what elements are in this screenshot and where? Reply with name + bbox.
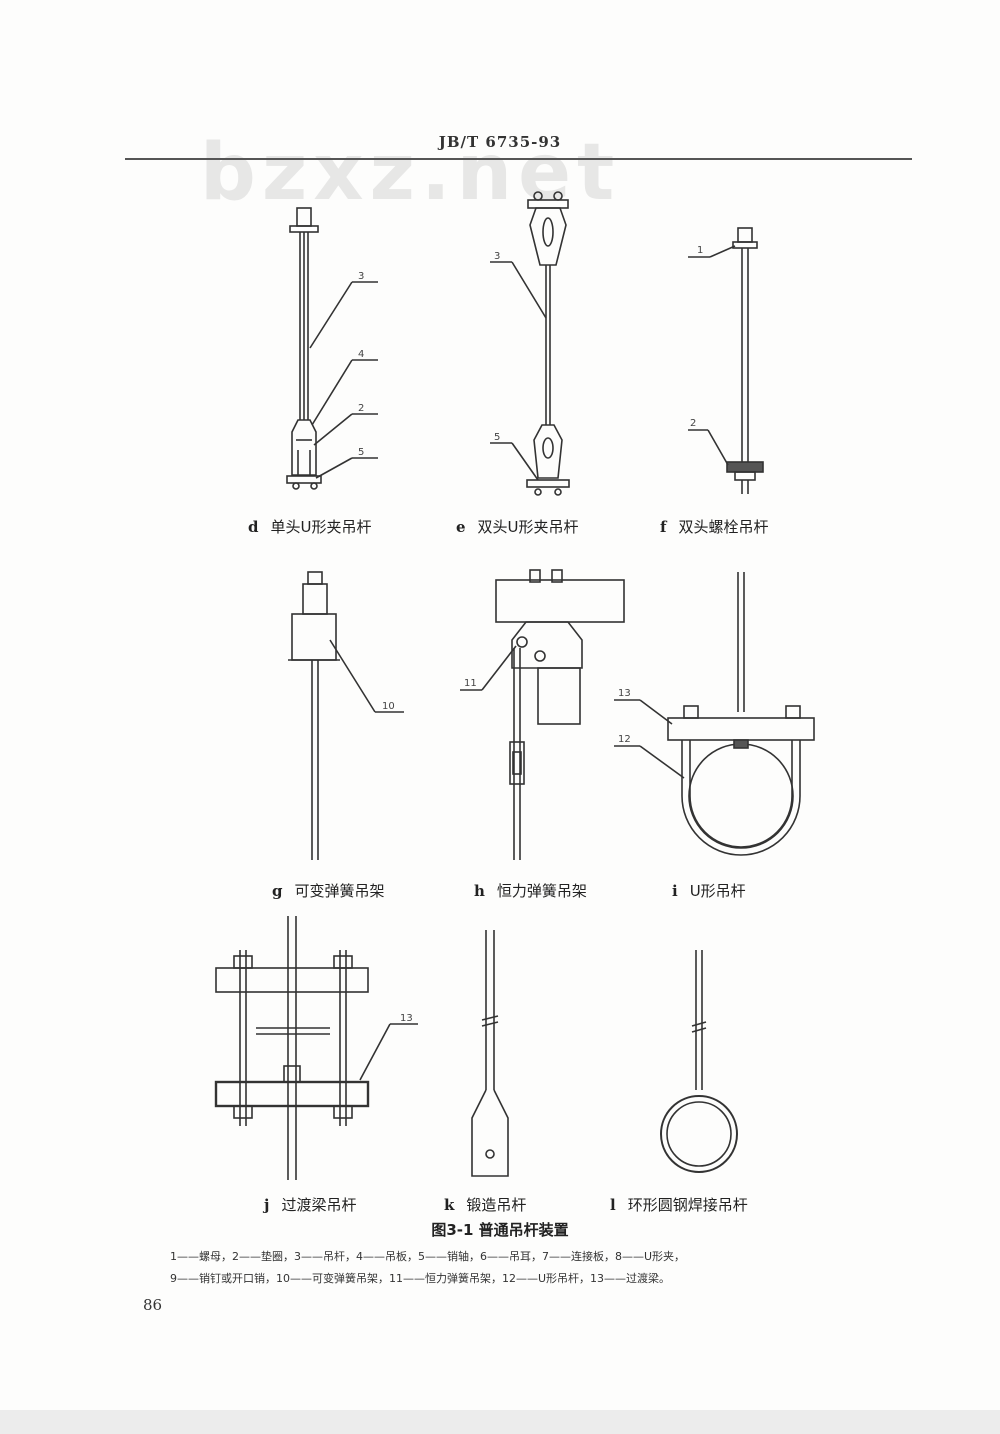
caption-h-text: 恒力弹簧吊架 (496, 882, 587, 900)
drawing-d-single-u-clamp-hanger (286, 207, 378, 490)
viewer-bottom-bar (0, 1410, 1000, 1434)
caption-g: g 可变弹簧吊架 (272, 880, 385, 901)
callout-d-2: 4 (358, 349, 364, 360)
caption-f-text: 双头螺栓吊杆 (678, 518, 769, 536)
caption-l-letter: l (610, 1196, 616, 1214)
callout-e-1: 3 (494, 251, 500, 262)
callout-d-4: 5 (358, 447, 364, 458)
caption-d-text: 单头U形夹吊杆 (270, 518, 372, 536)
caption-k-letter: k (444, 1196, 455, 1214)
caption-g-text: 可变弹簧吊架 (294, 882, 385, 900)
caption-i-text: U形吊杆 (689, 882, 746, 900)
caption-j-letter: j (264, 1196, 270, 1214)
drawing-g-variable-spring-hanger (288, 571, 404, 860)
callout-i-1: 13 (618, 688, 631, 699)
drawing-j-transition-beam-hanger (214, 916, 418, 1180)
drawing-l-ring-welded-hanger (660, 950, 738, 1173)
page-number: 86 (143, 1296, 163, 1314)
drawing-h-constant-spring-hanger (460, 569, 625, 860)
caption-j: j 过渡梁吊杆 (264, 1194, 356, 1215)
caption-f-letter: f (660, 518, 667, 536)
caption-k-text: 锻造吊杆 (466, 1196, 527, 1214)
legend-line-2: 9——销钉或开口销，10——可变弹簧吊架，11——恒力弹簧吊架，12——U形吊杆… (170, 1272, 671, 1285)
header-rule (125, 158, 912, 160)
callout-e-2: 5 (494, 432, 500, 443)
caption-i-letter: i (672, 882, 678, 900)
drawing-k-forged-hanger (471, 930, 509, 1177)
callout-h-1: 11 (464, 678, 477, 689)
caption-e-text: 双头U形夹吊杆 (477, 518, 579, 536)
caption-f: f 双头螺栓吊杆 (660, 516, 768, 537)
callout-d-3: 2 (358, 403, 364, 414)
caption-d-letter: d (248, 518, 259, 536)
standard-code-header: JB/T 6735-93 (438, 133, 562, 151)
caption-i: i U形吊杆 (672, 880, 746, 901)
legend-line-1: 1——螺母，2——垫圈，3——吊杆，4——吊板，5——销轴，6——吊耳，7——连… (170, 1250, 686, 1263)
caption-d: d 单头U形夹吊杆 (248, 516, 371, 537)
caption-k: k 锻造吊杆 (444, 1194, 526, 1215)
caption-h-letter: h (474, 882, 485, 900)
callout-j-1: 13 (400, 1013, 413, 1024)
caption-e: e 双头U形夹吊杆 (456, 516, 579, 537)
drawing-f-double-stud-hanger (688, 227, 764, 494)
drawing-e-double-u-clamp-hanger (490, 191, 570, 496)
caption-h: h 恒力弹簧吊架 (474, 880, 587, 901)
figure-title: 图3-1 普通吊杆装置 (431, 1221, 569, 1239)
caption-g-letter: g (272, 882, 283, 900)
watermark-text: bzxz.net (200, 128, 621, 218)
caption-l-text: 环形圆钢焊接吊杆 (627, 1196, 748, 1214)
callout-i-2: 12 (618, 734, 631, 745)
callout-f-1: 1 (697, 245, 703, 256)
callout-f-2: 2 (690, 418, 696, 429)
callout-g-1: 10 (382, 701, 395, 712)
caption-e-letter: e (456, 518, 466, 536)
drawing-i-u-shaped-hanger (614, 572, 815, 856)
caption-l: l 环形圆钢焊接吊杆 (610, 1194, 748, 1215)
caption-j-text: 过渡梁吊杆 (281, 1196, 357, 1214)
callout-d-1: 3 (358, 271, 364, 282)
